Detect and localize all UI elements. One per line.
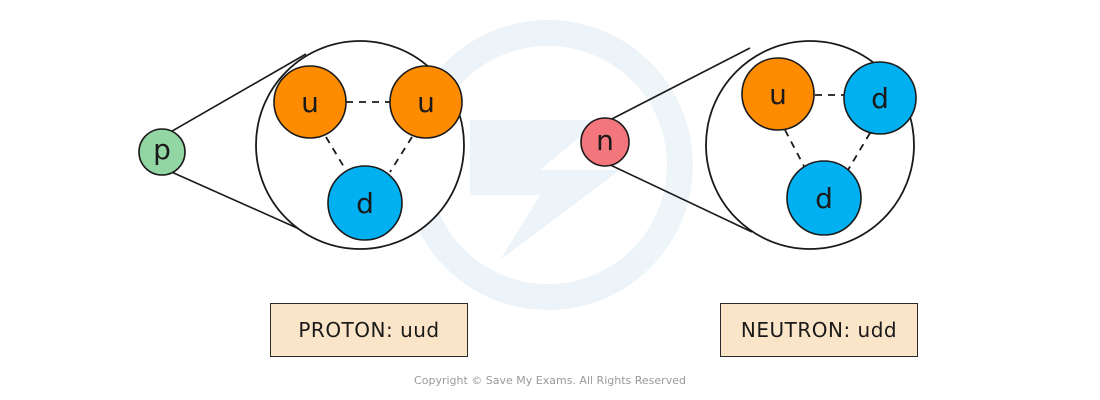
copyright-notice: Copyright © Save My Exams. All Rights Re… bbox=[414, 374, 686, 387]
proton-bond-ud-right bbox=[389, 136, 413, 173]
neutron-quark-2: d bbox=[843, 61, 917, 135]
quark-label: u bbox=[769, 78, 787, 111]
quark-label: d bbox=[356, 187, 374, 220]
neutron-group: u d d n bbox=[580, 40, 917, 250]
quark-label: d bbox=[815, 182, 833, 215]
proton-quark-1: u bbox=[273, 65, 347, 139]
quark-label: u bbox=[417, 86, 435, 119]
proton-quark-2: u bbox=[389, 65, 463, 139]
proton-zoom-line-top bbox=[166, 53, 307, 135]
neutron-quark-3: d bbox=[786, 160, 862, 236]
neutron-zoom-line-bottom bbox=[603, 161, 753, 233]
neutron-quark-1: u bbox=[741, 57, 815, 131]
proton-caption: PROTON: uud bbox=[270, 303, 468, 357]
proton-group: u u d p bbox=[138, 40, 465, 250]
proton-quark-3: d bbox=[327, 165, 403, 241]
neutron-zoom-line-top bbox=[603, 47, 751, 124]
neutron-caption: NEUTRON: udd bbox=[720, 303, 918, 357]
neutron-particle: n bbox=[580, 117, 630, 167]
quark-label: d bbox=[871, 82, 889, 115]
proton-zoom-line-bottom bbox=[166, 169, 307, 233]
proton-particle: p bbox=[138, 128, 186, 176]
proton-symbol: p bbox=[153, 133, 171, 166]
neutron-symbol: n bbox=[596, 124, 614, 157]
proton-bond-ud-left bbox=[325, 136, 348, 173]
quark-label: u bbox=[301, 86, 319, 119]
